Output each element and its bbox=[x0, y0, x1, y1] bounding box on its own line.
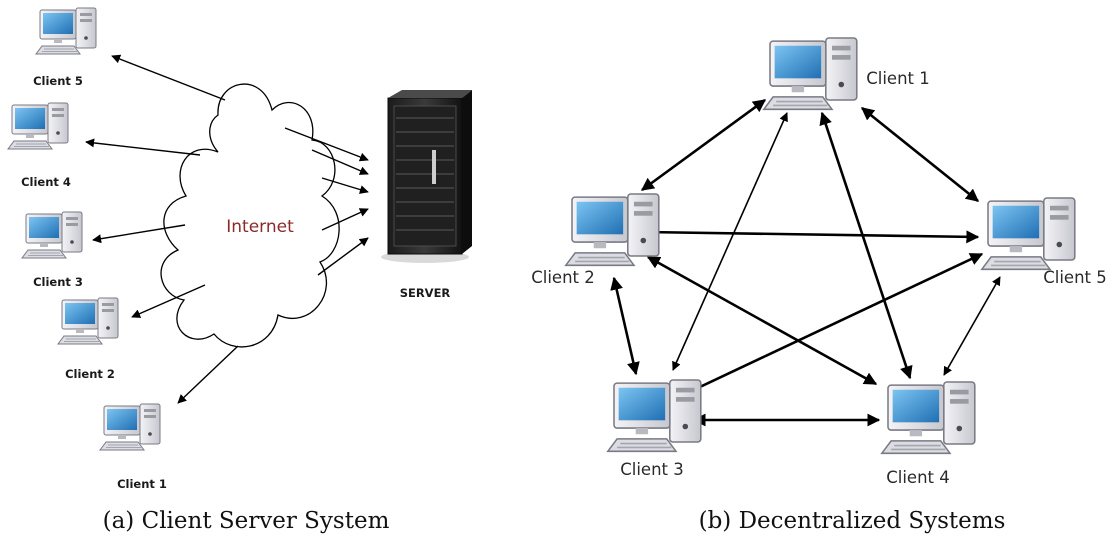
left-client-4-label: Client 4 bbox=[21, 175, 71, 189]
arrow-to-client-5 bbox=[111, 54, 226, 101]
left-client-2-label: Client 2 bbox=[65, 367, 115, 381]
right-client-5-label: Client 5 bbox=[1043, 268, 1107, 287]
link-client1-client2 bbox=[640, 98, 767, 192]
computer-icon-peer-2 bbox=[565, 193, 660, 267]
computer-icon-peer-3 bbox=[607, 379, 702, 453]
computer-icon-peer-5 bbox=[981, 197, 1076, 271]
computer-icon-client-4 bbox=[7, 102, 69, 150]
computer-icon-client-3 bbox=[21, 211, 83, 259]
arrow-to-server-5 bbox=[317, 237, 369, 276]
arrow-to-server-2 bbox=[311, 149, 369, 175]
arrow-to-client-3 bbox=[92, 224, 186, 244]
link-client3-client5 bbox=[683, 252, 984, 396]
computer-icon-client-2 bbox=[57, 297, 119, 345]
left-client-1-label: Client 1 bbox=[117, 477, 167, 491]
internet-cloud-icon bbox=[160, 83, 340, 348]
arrow-to-server-4 bbox=[321, 208, 369, 231]
internet-label: Internet bbox=[226, 217, 294, 237]
computer-icon-client-1 bbox=[99, 403, 161, 451]
right-client-2-label: Client 2 bbox=[531, 268, 595, 287]
link-client1-client4 bbox=[819, 111, 913, 380]
right-client-1-label: Client 1 bbox=[866, 69, 930, 88]
arrow-to-client-2 bbox=[131, 284, 206, 318]
link-client1-client5 bbox=[860, 106, 980, 203]
server-label: SERVER bbox=[400, 286, 451, 300]
link-client2-client5 bbox=[643, 225, 980, 244]
computer-icon-peer-4 bbox=[881, 381, 976, 455]
server-rack-icon bbox=[381, 90, 472, 263]
computer-icon-peer-1 bbox=[763, 37, 858, 111]
decentralized-panel: Client 1 Client 2 Client 3 Client 4 Clie… bbox=[531, 37, 1107, 534]
client-server-panel: Internet bbox=[7, 7, 472, 534]
left-client-3-label: Client 3 bbox=[33, 275, 83, 289]
arrow-to-client-4 bbox=[85, 138, 201, 156]
link-client5-client4 bbox=[943, 276, 1001, 376]
link-client1-client3 bbox=[672, 112, 788, 371]
right-client-4-label: Client 4 bbox=[886, 468, 950, 487]
computer-icon-client-5 bbox=[35, 7, 97, 55]
link-client2-client3 bbox=[610, 276, 640, 376]
right-caption: (b) Decentralized Systems bbox=[699, 508, 1006, 534]
left-caption: (a) Client Server System bbox=[103, 508, 390, 534]
arrow-to-client-1 bbox=[177, 345, 239, 404]
right-client-3-label: Client 3 bbox=[620, 460, 684, 479]
arrow-to-server-1 bbox=[284, 127, 369, 162]
left-client-5-label: Client 5 bbox=[33, 74, 83, 88]
arrow-to-server-3 bbox=[321, 177, 369, 194]
